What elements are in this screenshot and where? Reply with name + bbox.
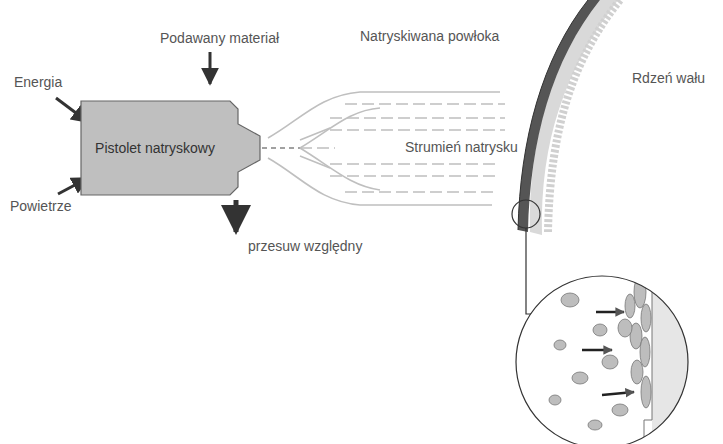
- sprayed-coating: [518, 0, 600, 232]
- traverse-arrow: [234, 200, 239, 232]
- gun-body: [81, 101, 260, 195]
- spray-jet-label: Strumień natrysku: [402, 139, 521, 156]
- traverse-label: przesuw względny: [248, 238, 362, 255]
- detail-circle: [512, 200, 540, 228]
- energy-label: Energia: [14, 74, 62, 91]
- node-text: Pistolet natryskowy: [95, 140, 215, 156]
- feed-arrow: [209, 52, 212, 84]
- coating-edge: [518, 0, 588, 230]
- spray-gun: Pistolet natryskowy: [80, 100, 262, 196]
- feed-label: Podawany materiał: [160, 30, 279, 47]
- coating-label: Natryskiwana powłoka: [360, 28, 499, 45]
- air-label: Powietrze: [10, 198, 71, 215]
- shaft-core-label: Rdzeń wału: [632, 70, 705, 87]
- magnified-view: [514, 270, 702, 444]
- shaft-core-edge: [548, 0, 620, 232]
- magnifier-outline: [516, 276, 688, 444]
- axis-line: [262, 147, 300, 148]
